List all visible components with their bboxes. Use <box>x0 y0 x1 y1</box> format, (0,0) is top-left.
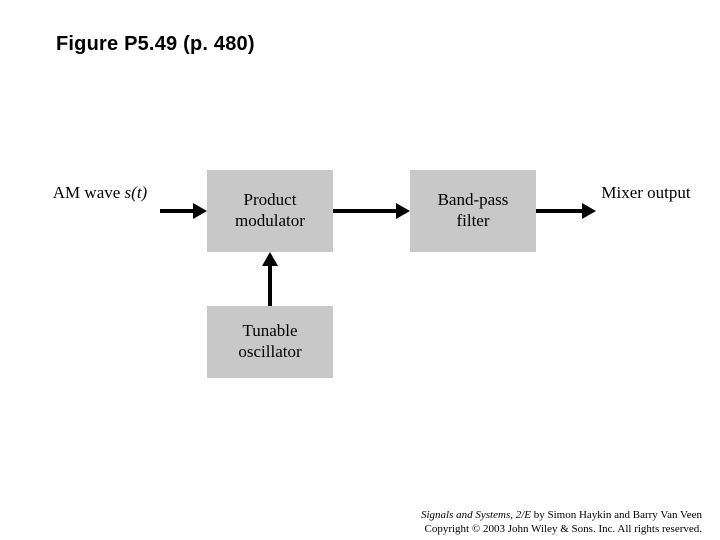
arrow-head <box>396 203 410 219</box>
input-signal-arg: (t) <box>131 183 148 202</box>
credit-book-title: Signals and Systems, 2/E <box>421 509 531 521</box>
input-label-line1: AM wave <box>52 183 121 202</box>
block-product-modulator-line2: modulator <box>235 211 305 230</box>
output-label: Mixer output <box>596 183 696 204</box>
block-product-modulator[interactable]: Product modulator <box>207 170 333 252</box>
arrow-head <box>262 252 278 266</box>
input-label: AM wave s(t) <box>40 183 160 204</box>
block-tunable-oscillator-line2: oscillator <box>238 342 302 361</box>
output-label-line1: Mixer <box>601 183 643 202</box>
input-label-line2: s(t) <box>125 183 148 202</box>
credit-line-1: Signals and Systems, 2/E by Simon Haykin… <box>421 509 702 521</box>
input-signal-symbol: s <box>124 183 132 202</box>
block-band-pass-filter[interactable]: Band-pass filter <box>410 170 536 252</box>
arrow-shaft <box>536 209 582 213</box>
block-tunable-oscillator[interactable]: Tunable oscillator <box>207 306 333 378</box>
arrow-shaft <box>268 266 272 306</box>
credit-line-2: Copyright © 2003 John Wiley & Sons. Inc.… <box>424 523 703 535</box>
block-band-pass-filter-line1: Band-pass <box>437 190 509 210</box>
arrow-shaft <box>333 209 396 213</box>
arrow-head <box>582 203 596 219</box>
block-tunable-oscillator-line1: Tunable <box>242 321 298 341</box>
page-title: Figure P5.49 (p. 480) <box>56 33 255 55</box>
block-product-modulator-line1: Product <box>243 190 297 210</box>
arrow-head <box>193 203 207 219</box>
credit-authors: by Simon Haykin and Barry Van Veen <box>531 509 702 521</box>
output-label-line2: output <box>647 183 691 202</box>
arrow-shaft <box>160 209 193 213</box>
block-band-pass-filter-line2: filter <box>456 211 490 230</box>
